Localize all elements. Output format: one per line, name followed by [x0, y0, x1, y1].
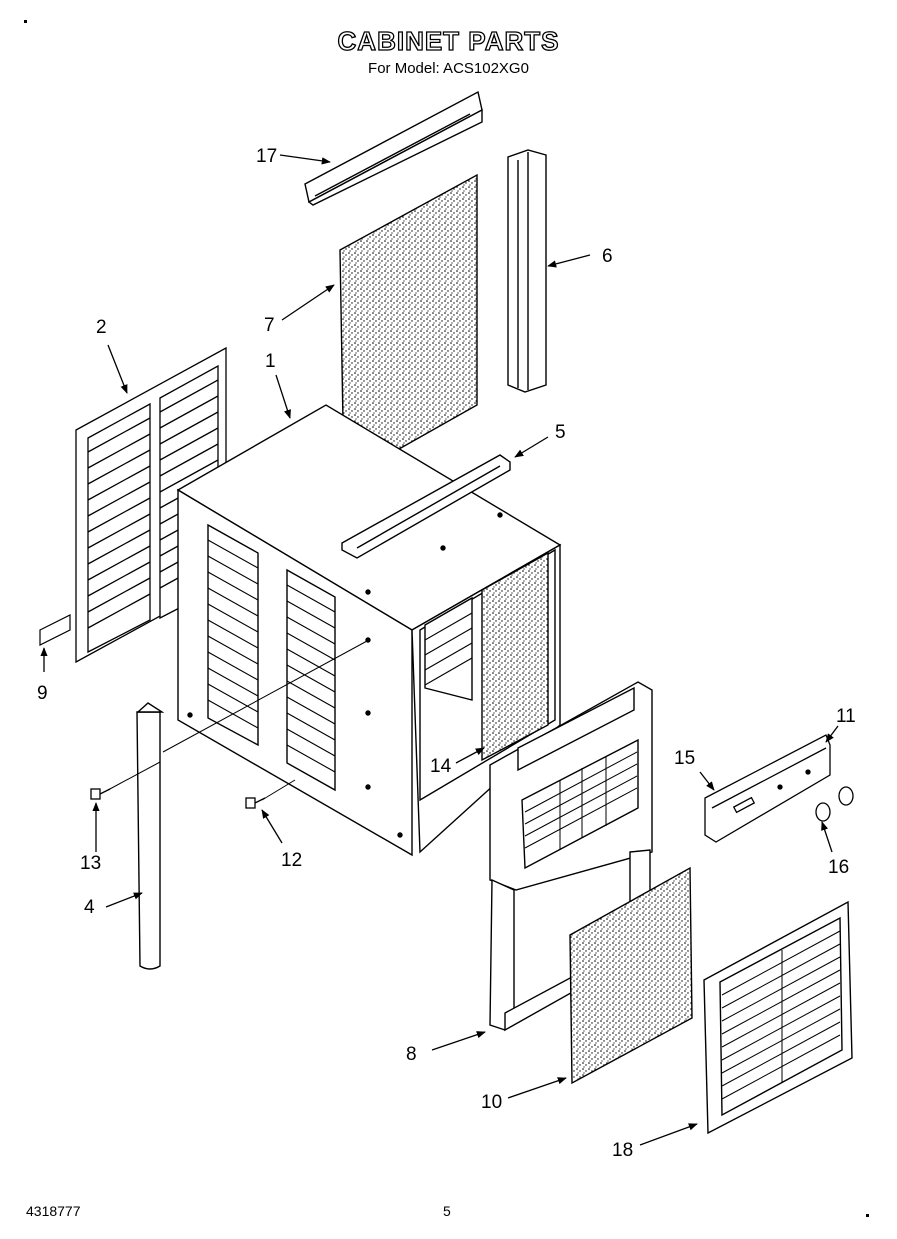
page-number: 5	[443, 1203, 451, 1219]
callout-13: 13	[80, 853, 101, 874]
callout-12: 12	[281, 850, 302, 871]
part-13-screw	[90, 788, 111, 800]
callout-16: 16	[828, 857, 849, 878]
scan-speck	[866, 1214, 869, 1217]
part-6-side-channel	[507, 149, 547, 393]
callout-5: 5	[555, 422, 566, 443]
callout-9: 9	[37, 683, 48, 704]
callout-8: 8	[406, 1044, 417, 1065]
page-title: CABINET PARTS	[337, 25, 560, 56]
callout-18: 18	[612, 1140, 633, 1161]
callout-7: 7	[264, 315, 275, 336]
scan-speck	[24, 20, 27, 23]
part-4-side-seal	[136, 702, 165, 970]
part-18-front-grille	[703, 900, 853, 1135]
part-1-cabinet	[176, 404, 562, 857]
model-subtitle: For Model: ACS102XG0	[368, 60, 529, 77]
part-8-front-frame	[489, 681, 653, 1032]
part-9-label	[39, 614, 71, 646]
callout-10: 10	[481, 1092, 502, 1113]
leader-lines	[40, 154, 839, 1146]
part-16-knobs	[815, 786, 854, 822]
part-17-top-rail	[304, 90, 483, 206]
callout-14: 14	[430, 756, 452, 777]
callout-11: 11	[836, 706, 856, 727]
callout-17: 17	[256, 146, 277, 167]
part-5-top-bracket	[341, 454, 511, 559]
callout-numbers: 17 6 7 2 1 5 9 11 15 14 12 13 16 4 8 10 …	[37, 146, 856, 1161]
part-10-front-filter	[569, 866, 693, 1085]
part-11-control-bracket	[704, 734, 831, 843]
callout-1: 1	[265, 351, 276, 372]
document-number: 4318777	[26, 1203, 81, 1219]
callout-4: 4	[84, 897, 95, 918]
part-7-filter-panel	[339, 173, 478, 482]
callout-2: 2	[96, 317, 107, 338]
callout-6: 6	[602, 246, 613, 267]
callout-15: 15	[674, 748, 695, 769]
